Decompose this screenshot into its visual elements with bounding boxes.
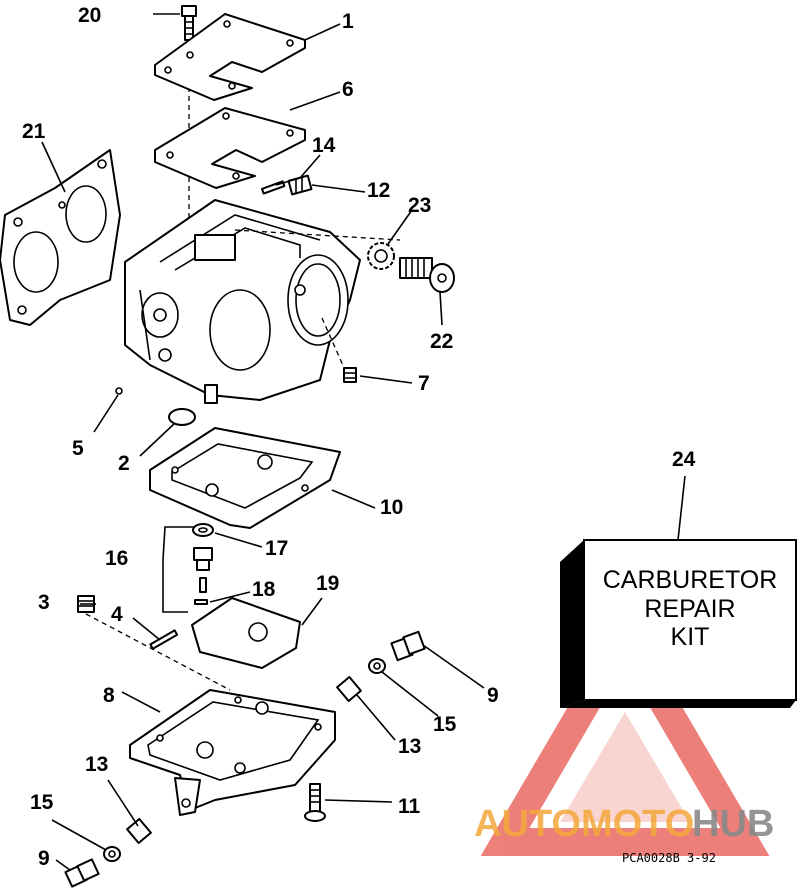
part-11-screw [304, 783, 326, 822]
callout-numbers: 20 1 6 21 14 12 23 22 7 5 2 10 16 17 18 … [22, 4, 696, 870]
callout-24: 24 [672, 448, 696, 471]
part-10-bowl-gasket [149, 427, 341, 529]
needle-valve [199, 577, 207, 593]
axis-line-screw-3 [85, 613, 231, 691]
callout-23: 23 [408, 194, 431, 217]
needle-valve-seat [193, 547, 213, 571]
callout-7: 7 [418, 372, 430, 395]
kit-box-label: CARBURETOR REPAIR KIT [603, 566, 778, 651]
kit-line-2: REPAIR [644, 595, 735, 623]
callout-9-upper: 9 [487, 684, 499, 707]
callout-3: 3 [38, 591, 50, 614]
callout-21: 21 [22, 120, 46, 143]
callout-11: 11 [398, 795, 421, 818]
part-19-float [191, 597, 301, 669]
callout-22: 22 [430, 330, 453, 353]
callout-2: 2 [118, 452, 130, 475]
part-1-cover-plate [154, 13, 306, 101]
bracket-16 [162, 526, 195, 613]
kit-line-1: CARBURETOR [603, 566, 778, 594]
callout-5: 5 [72, 437, 84, 460]
part-6-gasket [154, 107, 306, 189]
axis-line-screw-22 [234, 229, 401, 241]
callout-20: 20 [78, 4, 101, 27]
part-20-screw [181, 5, 197, 41]
part-7-plug [343, 367, 357, 383]
watermark-text: AUTOMOTO HUB [474, 803, 774, 845]
axis-line-plug-7 [321, 317, 346, 371]
callout-15-lower: 15 [30, 791, 54, 814]
callout-12: 12 [367, 179, 390, 202]
callout-15-upper: 15 [433, 713, 457, 736]
callout-14: 14 [312, 134, 336, 157]
callout-17: 17 [265, 537, 288, 560]
kit-line-3: KIT [671, 623, 710, 651]
part-22-screw [399, 257, 455, 293]
part-5-ball [115, 387, 123, 395]
part-4-pin [149, 629, 179, 650]
callout-9-lower: 9 [38, 847, 50, 870]
callout-16: 16 [105, 547, 128, 570]
part-8-float-bowl [129, 689, 336, 816]
watermark-part-1: AUTOMOTO [474, 803, 694, 845]
callout-1: 1 [342, 10, 354, 33]
callout-6: 6 [342, 78, 354, 101]
part-23-lock-washer [367, 242, 395, 270]
callout-13-lower: 13 [85, 753, 108, 776]
part-18-pin [194, 599, 208, 605]
part-21-flange-gasket [0, 149, 121, 326]
watermark-part-2: HUB [692, 803, 774, 845]
part-24-kit-box [560, 539, 797, 708]
callout-10: 10 [380, 496, 403, 519]
part-9-plug-upper [390, 630, 426, 662]
leader-lines [41, 13, 686, 871]
carburetor-body [124, 199, 361, 404]
drawing-code: PCA0028B 3-92 [622, 851, 716, 865]
watermark-logo [480, 609, 770, 856]
callout-8: 8 [103, 684, 115, 707]
callout-13-upper: 13 [398, 735, 421, 758]
part-2-disc [168, 408, 196, 426]
callout-4: 4 [111, 603, 123, 626]
part-13-jet-lower [126, 817, 152, 845]
callout-18: 18 [252, 578, 276, 601]
part-13-jet-upper [336, 675, 362, 703]
callout-19: 19 [316, 572, 339, 595]
part-9-plug-lower [64, 858, 100, 888]
